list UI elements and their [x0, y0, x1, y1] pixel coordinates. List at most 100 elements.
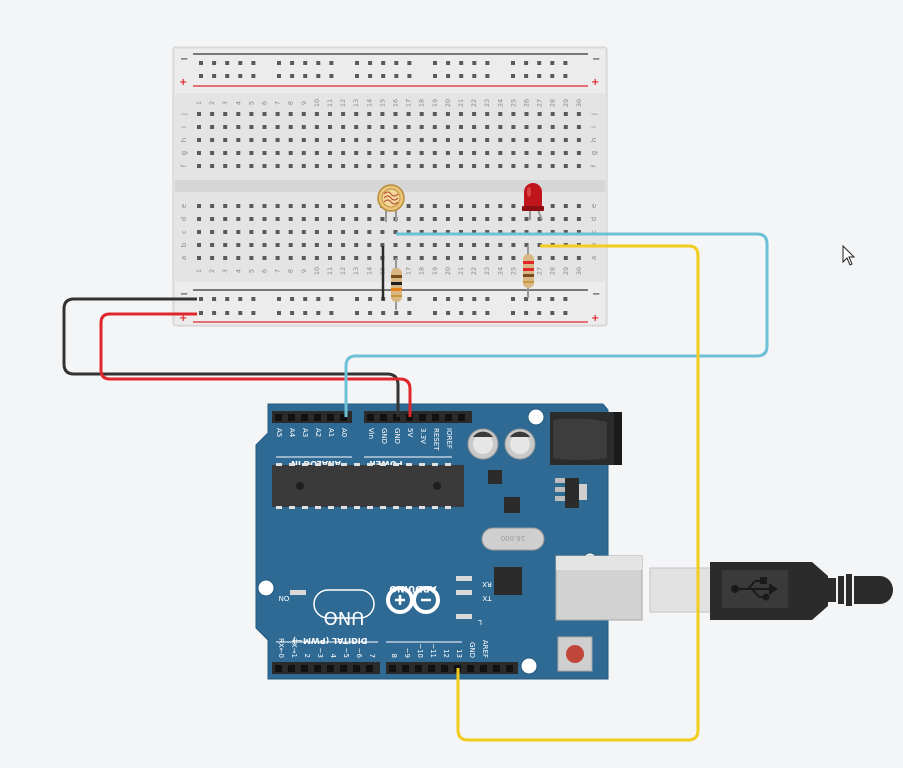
breadboard-hole[interactable]: [393, 125, 398, 129]
rail-hole[interactable]: [277, 311, 281, 315]
breadboard-hole[interactable]: [262, 138, 267, 142]
rail-hole[interactable]: [238, 297, 243, 301]
header-pin[interactable]: [367, 414, 374, 421]
breadboard-hole[interactable]: [419, 125, 424, 129]
photoresistor[interactable]: [377, 184, 405, 222]
breadboard-hole[interactable]: [380, 138, 385, 142]
breadboard-hole[interactable]: [472, 125, 477, 129]
breadboard-hole[interactable]: [210, 112, 215, 116]
wire-pin13-yellow[interactable]: [456, 244, 700, 742]
breadboard-hole[interactable]: [432, 243, 437, 247]
breadboard-hole[interactable]: [288, 243, 293, 247]
breadboard-hole[interactable]: [223, 204, 228, 208]
breadboard-hole[interactable]: [314, 243, 319, 247]
breadboard-hole[interactable]: [459, 151, 463, 155]
breadboard-hole[interactable]: [563, 256, 568, 260]
breadboard-hole[interactable]: [537, 164, 542, 168]
breadboard-hole[interactable]: [432, 256, 437, 260]
breadboard-hole[interactable]: [445, 256, 450, 260]
rail-hole[interactable]: [407, 297, 412, 301]
breadboard-hole[interactable]: [537, 256, 542, 260]
breadboard-hole[interactable]: [328, 204, 332, 208]
breadboard-hole[interactable]: [445, 125, 450, 129]
breadboard-hole[interactable]: [314, 230, 319, 234]
breadboard-hole[interactable]: [419, 217, 424, 221]
breadboard-hole[interactable]: [341, 125, 346, 129]
breadboard-hole[interactable]: [406, 151, 411, 155]
breadboard-hole[interactable]: [537, 138, 542, 142]
breadboard-hole[interactable]: [223, 256, 228, 260]
breadboard-hole[interactable]: [262, 112, 267, 116]
breadboard-hole[interactable]: [314, 164, 319, 168]
breadboard-hole[interactable]: [223, 217, 228, 221]
header-pin[interactable]: [402, 665, 409, 672]
breadboard-hole[interactable]: [354, 151, 359, 155]
breadboard-hole[interactable]: [563, 230, 568, 234]
breadboard-hole[interactable]: [419, 138, 424, 142]
rail-hole[interactable]: [459, 74, 464, 78]
rail-hole[interactable]: [524, 61, 529, 65]
breadboard-hole[interactable]: [328, 125, 332, 129]
rail-hole[interactable]: [290, 61, 295, 65]
breadboard-hole[interactable]: [550, 125, 555, 129]
breadboard-hole[interactable]: [459, 138, 463, 142]
rail-hole[interactable]: [563, 74, 568, 78]
rail-hole[interactable]: [303, 74, 308, 78]
breadboard-hole[interactable]: [236, 125, 241, 129]
header-pin[interactable]: [327, 665, 334, 672]
rail-hole[interactable]: [381, 61, 386, 65]
breadboard-hole[interactable]: [498, 204, 503, 208]
breadboard-hole[interactable]: [524, 112, 529, 116]
breadboard-hole[interactable]: [576, 164, 581, 168]
breadboard-hole[interactable]: [367, 243, 372, 247]
breadboard-hole[interactable]: [393, 230, 398, 234]
breadboard-hole[interactable]: [485, 230, 490, 234]
rail-hole[interactable]: [355, 311, 359, 315]
breadboard-hole[interactable]: [380, 112, 385, 116]
breadboard-hole[interactable]: [511, 151, 516, 155]
breadboard-hole[interactable]: [328, 243, 332, 247]
header-pin[interactable]: [301, 414, 308, 421]
breadboard-hole[interactable]: [380, 151, 385, 155]
rail-hole[interactable]: [459, 61, 464, 65]
rail-hole[interactable]: [368, 297, 373, 301]
rail-hole[interactable]: [290, 311, 295, 315]
breadboard-hole[interactable]: [563, 164, 568, 168]
breadboard-hole[interactable]: [445, 164, 450, 168]
breadboard-hole[interactable]: [314, 112, 319, 116]
breadboard-hole[interactable]: [537, 230, 542, 234]
rail-hole[interactable]: [550, 311, 555, 315]
breadboard-hole[interactable]: [275, 125, 280, 129]
rail-hole[interactable]: [511, 297, 515, 301]
rail-hole[interactable]: [524, 74, 529, 78]
breadboard-hole[interactable]: [550, 256, 555, 260]
breadboard-hole[interactable]: [419, 112, 424, 116]
breadboard-hole[interactable]: [197, 243, 201, 247]
breadboard-hole[interactable]: [498, 138, 503, 142]
breadboard-hole[interactable]: [563, 125, 568, 129]
header-pin[interactable]: [428, 665, 435, 672]
breadboard-hole[interactable]: [485, 217, 490, 221]
breadboard-hole[interactable]: [288, 256, 293, 260]
breadboard-hole[interactable]: [275, 204, 280, 208]
breadboard-hole[interactable]: [236, 164, 241, 168]
rail-hole[interactable]: [537, 74, 542, 78]
rail-hole[interactable]: [550, 297, 555, 301]
breadboard-hole[interactable]: [472, 243, 477, 247]
breadboard-hole[interactable]: [576, 125, 581, 129]
breadboard-hole[interactable]: [419, 204, 424, 208]
rail-hole[interactable]: [251, 311, 256, 315]
rail-hole[interactable]: [472, 297, 477, 301]
resistor-led[interactable]: [523, 246, 534, 298]
breadboard-hole[interactable]: [367, 151, 372, 155]
breadboard-hole[interactable]: [419, 151, 424, 155]
rail-hole[interactable]: [550, 61, 555, 65]
rail-hole[interactable]: [433, 74, 437, 78]
breadboard-hole[interactable]: [432, 112, 437, 116]
resistor-ldr[interactable]: [391, 258, 402, 310]
rail-hole[interactable]: [329, 61, 334, 65]
breadboard-hole[interactable]: [485, 125, 490, 129]
breadboard-hole[interactable]: [328, 138, 332, 142]
rail-hole[interactable]: [329, 74, 334, 78]
